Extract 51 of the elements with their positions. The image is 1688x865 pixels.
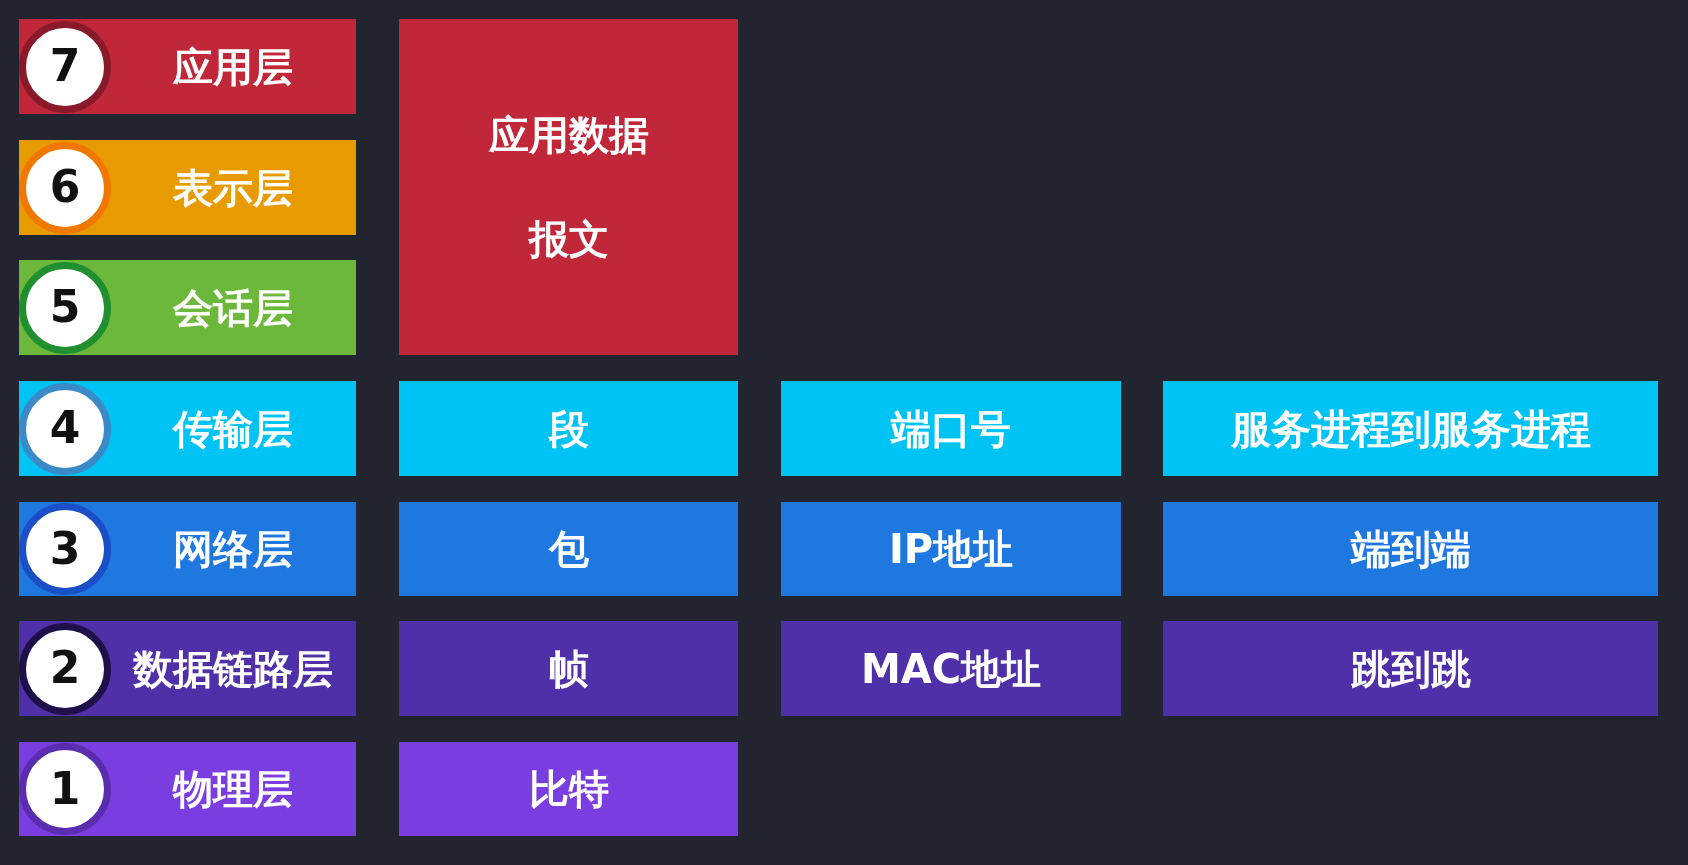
number-circle [19,20,111,113]
layer-name: 网络层 [172,525,293,573]
layer-number: 4 [49,402,81,455]
layer-number: 2 [49,642,81,695]
layer-name: 物理层 [172,765,293,813]
info-text: 帧 [548,644,589,693]
data-unit-box [399,19,738,355]
info-box [399,502,738,596]
info-text: 服务进程到服务进程 [1230,404,1591,453]
layer-number: 1 [49,762,81,816]
layer-bar [19,621,356,716]
layer-bar [19,381,356,476]
layer-number: 7 [49,40,81,93]
number-circle [19,382,111,475]
layer-bar [19,140,356,235]
number-circle [19,261,111,354]
info-box [399,742,738,836]
info-box [781,502,1121,596]
layer-bar [19,260,356,355]
layer-number: 5 [49,281,81,334]
layer-name: 应用层 [172,42,293,91]
number-circle [19,141,111,234]
layer-number: 3 [49,522,81,576]
info-box [1163,502,1658,596]
info-text: 报文 [528,215,609,263]
info-box [1163,621,1658,716]
info-text: 包 [548,525,589,573]
info-box [399,621,738,716]
info-box [781,381,1121,476]
info-text: 跳到跳 [1350,644,1471,693]
info-text: 应用数据 [488,111,649,159]
layer-bar [19,742,356,836]
layer-name: 传输层 [172,404,293,453]
layer-name: 数据链路层 [132,644,333,693]
info-text: 比特 [528,765,609,813]
layer-bar [19,502,356,596]
info-text: 端口号 [891,404,1011,453]
info-text: 段 [548,404,589,453]
layer-bar [19,19,356,114]
number-circle [19,743,111,835]
number-circle [19,622,111,715]
info-box [1163,381,1658,476]
info-text: 端到端 [1350,525,1471,573]
layer-number: 6 [49,161,81,214]
layer-name: 表示层 [172,163,293,212]
number-circle [19,503,111,595]
info-box [781,621,1121,716]
info-text: MAC地址 [860,644,1042,693]
info-text: IP地址 [888,525,1014,573]
info-box [399,381,738,476]
layer-name: 会话层 [172,283,293,332]
